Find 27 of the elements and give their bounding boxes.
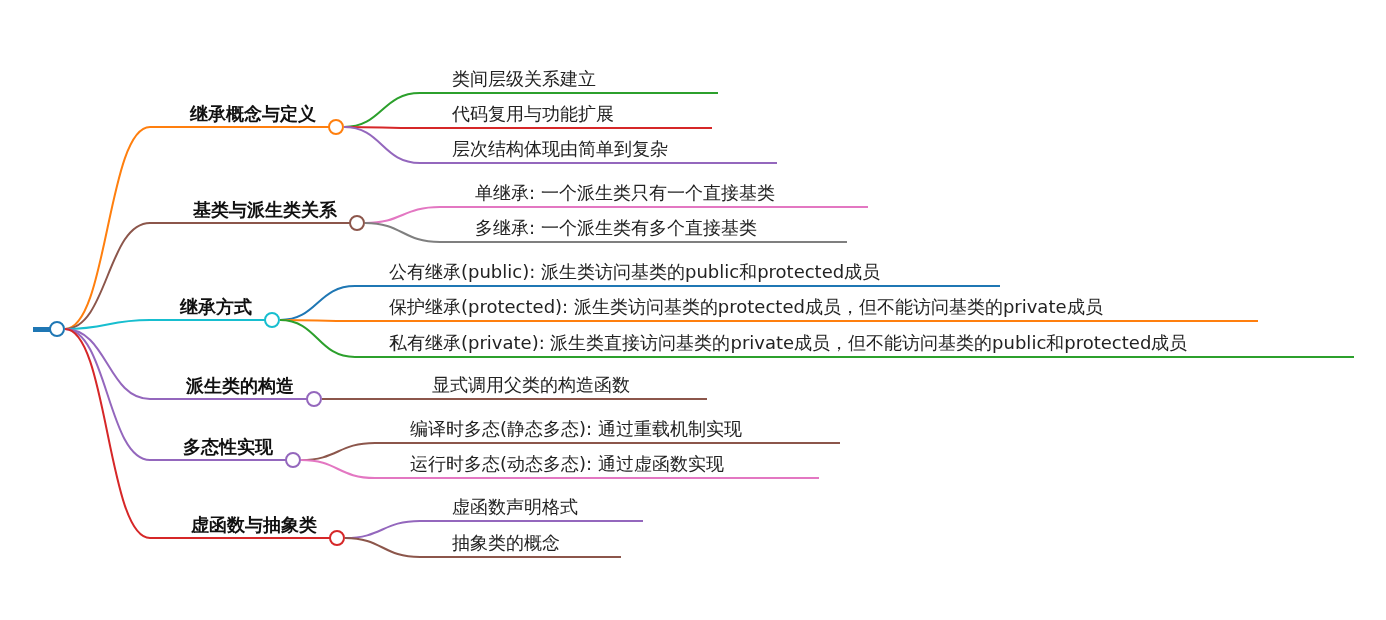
subtopic-label: 公有继承(public): 派生类访问基类的public和protected成员: [355, 259, 1000, 287]
root-circle: [49, 321, 65, 337]
branch-curve: [321, 398, 401, 400]
subtopic-label: 显式调用父类的构造函数: [400, 372, 707, 400]
subtopic-label: 单继承: 一个派生类只有一个直接基类: [440, 180, 868, 208]
subtopic-label: 编译时多态(静态多态): 通过重载机制实现: [375, 416, 840, 444]
branch-curve: [343, 126, 421, 164]
subtopic-label: 运行时多态(动态多态): 通过虚函数实现: [375, 451, 819, 479]
topic-label: 基类与派生类关系: [193, 198, 337, 222]
subtopic-label: 私有继承(private): 派生类直接访问基类的private成员，但不能访问基类的public和protected成员: [355, 330, 1354, 358]
subtopic-label: 多继承: 一个派生类有多个直接基类: [440, 215, 847, 243]
branch-curve: [364, 222, 441, 243]
topic-label: 多态性实现: [183, 435, 273, 459]
subtopic-label: 类间层级关系建立: [420, 66, 718, 94]
topic-label: 继承概念与定义: [190, 102, 316, 126]
subtopic-label: 抽象类的概念: [420, 530, 621, 558]
branch-curve: [344, 537, 421, 558]
topic-label: 虚函数与抽象类: [191, 513, 317, 537]
subtopic-label: 保护继承(protected): 派生类访问基类的protected成员，但不能访问基类的private成员: [355, 294, 1258, 322]
topic-label: 派生类的构造: [186, 374, 294, 398]
branch-curve: [300, 459, 376, 479]
subtopic-label: 代码复用与功能扩展: [420, 101, 712, 129]
subtopic-label: 虚函数声明格式: [420, 494, 643, 522]
subtopic-label: 层次结构体现由简单到复杂: [420, 136, 777, 164]
branch-curve: [279, 319, 356, 358]
branch-curve: [64, 328, 151, 539]
topic-label: 继承方式: [180, 295, 252, 319]
